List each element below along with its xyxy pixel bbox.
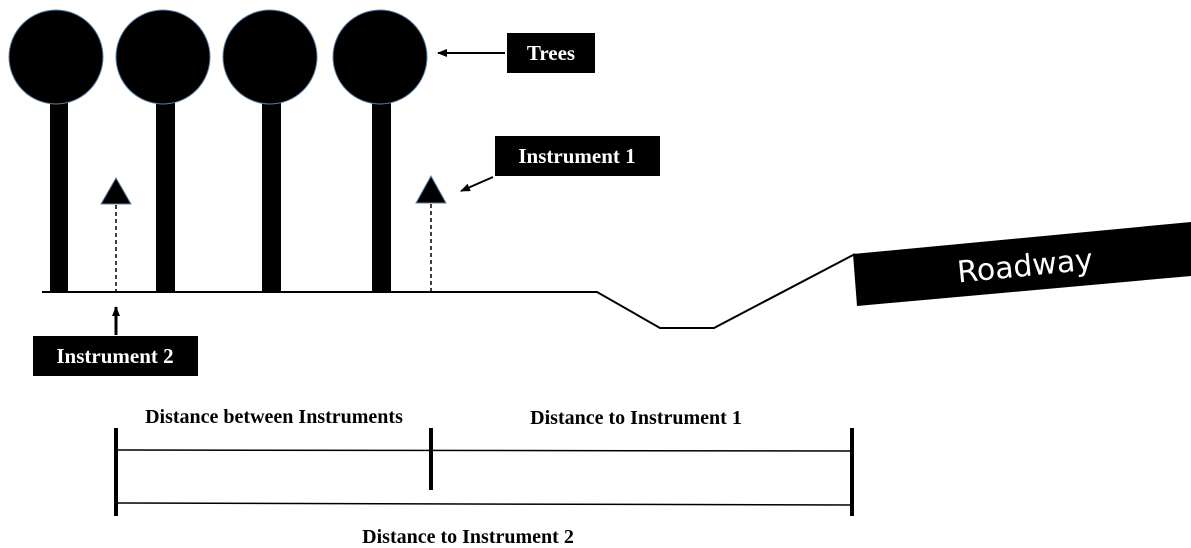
upper-distance-line	[115, 449, 853, 452]
trees-label-text: Trees	[527, 41, 575, 65]
tree-trunk	[156, 94, 175, 293]
instrument-1-label-box	[495, 136, 660, 176]
tree-2	[115, 9, 211, 293]
roadway-banner	[853, 222, 1191, 306]
trees-label-box	[507, 33, 595, 73]
instrument-2-label-text: Instrument 2	[56, 344, 173, 368]
distance-to-instrument-2-label: Distance to Instrument 2	[362, 526, 574, 548]
tree-row	[8, 9, 428, 293]
instrument-2-label-box	[33, 336, 198, 376]
tree-crown	[222, 9, 318, 105]
instrument-1-marker	[415, 174, 447, 292]
instrument-1-label: Instrument 1	[495, 136, 660, 176]
triangle-icon	[100, 176, 132, 205]
instrument-1-label-text: Instrument 1	[518, 144, 635, 168]
roadway-sign: Roadway	[853, 222, 1191, 306]
distance-between-label: Distance between Instruments	[145, 406, 403, 428]
tree-4	[332, 9, 428, 292]
instrument-2-marker	[100, 176, 132, 292]
ground-line	[42, 253, 856, 329]
lower-distance-line	[115, 502, 853, 506]
tree-trunk	[372, 94, 391, 292]
distance-scale	[114, 428, 854, 516]
tree-crown	[332, 9, 428, 105]
triangle-icon	[415, 174, 447, 204]
tree-crown	[8, 9, 104, 105]
instrument-2-label: Instrument 2	[33, 336, 198, 376]
instrument-1-callout-arrow	[460, 176, 494, 192]
tree-trunk	[262, 94, 281, 292]
tree-3	[222, 9, 318, 292]
tree-1	[8, 9, 104, 292]
trees-label: Trees	[507, 33, 595, 73]
tree-trunk	[50, 94, 68, 292]
tree-crown	[115, 9, 211, 105]
distance-to-instrument-1-label: Distance to Instrument 1	[530, 407, 742, 429]
